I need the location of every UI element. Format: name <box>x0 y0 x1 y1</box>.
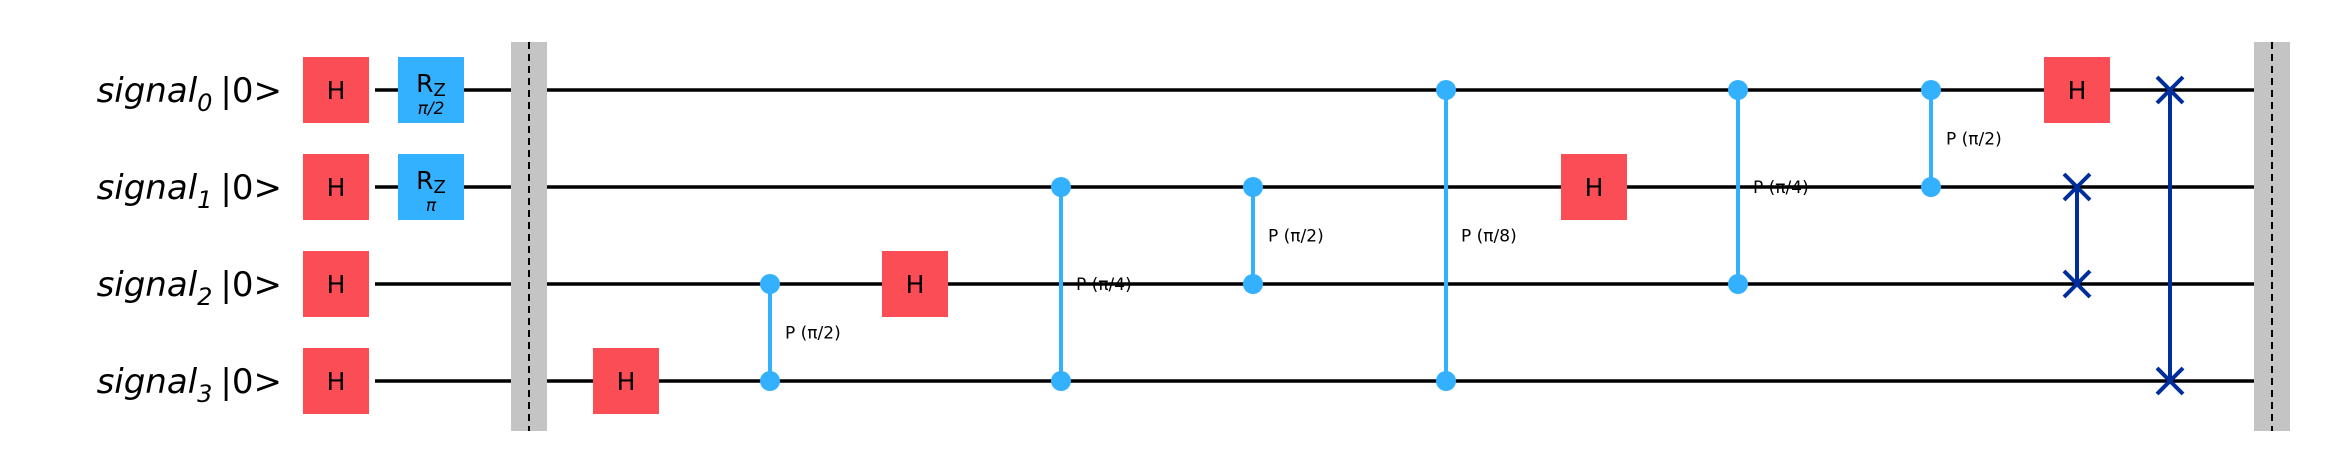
h-gate-box <box>303 57 369 123</box>
swap-cross <box>2155 366 2185 396</box>
qubit-symbol: signal <box>97 71 198 111</box>
control-dot <box>1436 80 1456 100</box>
rz-gate: RZπ/2 <box>398 57 464 123</box>
qubit-label: signal0 |0> <box>97 71 282 117</box>
rz-gate-box <box>398 154 464 220</box>
swap-gate <box>2155 75 2185 396</box>
swap-gate <box>2062 172 2092 299</box>
control-dot <box>1436 371 1456 391</box>
barrier <box>511 42 547 431</box>
h-gate-label: H <box>617 367 636 396</box>
h-gate: H <box>2044 57 2110 123</box>
rz-gate-axis: Z <box>434 80 446 101</box>
qubit-initial-state: |0> <box>220 265 282 305</box>
h-gate-label: H <box>1585 173 1604 202</box>
qubit-symbol: signal <box>97 362 198 402</box>
control-dot <box>1243 177 1263 197</box>
h-gate: H <box>1561 154 1627 220</box>
phase-label: P (π/2) <box>785 324 841 344</box>
h-gate: H <box>303 348 369 414</box>
controlled-phase-gate: P (π/8) <box>1436 80 1517 391</box>
phase-label: P (π/2) <box>1268 227 1324 247</box>
h-gate: H <box>882 251 948 317</box>
controlled-phase-gate: P (π/2) <box>1243 177 1324 294</box>
qubit-index: 1 <box>197 186 212 214</box>
h-gate-box <box>593 348 659 414</box>
control-dot <box>1728 80 1748 100</box>
control-dot <box>1921 177 1941 197</box>
h-gate: H <box>303 154 369 220</box>
controlled-phase-gate: P (π/2) <box>1921 80 2002 197</box>
h-gate-box <box>303 251 369 317</box>
barrier <box>2254 42 2290 431</box>
h-gate-label: H <box>2068 76 2087 105</box>
rz-gate-symbol: R <box>416 69 433 98</box>
qubit-label: signal3 |0> <box>97 362 282 408</box>
h-gate: H <box>593 348 659 414</box>
h-gate-box <box>1561 154 1627 220</box>
control-dot <box>1243 274 1263 294</box>
qubit-index: 3 <box>197 380 212 408</box>
rz-gate-label: RZ <box>416 69 446 101</box>
rz-gate-box <box>398 57 464 123</box>
h-gate-box <box>303 154 369 220</box>
controlled-phase-gate: P (π/2) <box>760 274 841 391</box>
h-gate: H <box>303 251 369 317</box>
h-gate-label: H <box>327 270 346 299</box>
control-dot <box>1921 80 1941 100</box>
phase-label: P (π/8) <box>1461 227 1517 247</box>
swap-cross <box>2062 172 2092 202</box>
swap-cross <box>2062 269 2092 299</box>
control-dot <box>760 371 780 391</box>
qubit-label: signal2 |0> <box>97 265 282 311</box>
rz-gate-axis: Z <box>434 177 446 198</box>
h-gate-label: H <box>327 76 346 105</box>
controlled-phase-gate: P (π/4) <box>1728 80 1809 294</box>
rz-gate: RZπ <box>398 154 464 220</box>
qubit-index: 0 <box>197 89 212 117</box>
h-gate: H <box>303 57 369 123</box>
control-dot <box>760 274 780 294</box>
qubit-symbol: signal <box>97 265 198 305</box>
swap-cross <box>2155 75 2185 105</box>
qubit-index: 2 <box>197 283 212 311</box>
wires <box>375 88 2280 383</box>
qubit-initial-state: |0> <box>220 362 282 402</box>
qubit-labels: signal0|0>signal1|0>signal2|0>signal3|0> <box>97 71 282 408</box>
rz-gate-symbol: R <box>416 166 433 195</box>
h-gate-label: H <box>327 173 346 202</box>
rz-gate-label: RZ <box>416 166 446 198</box>
qubit-initial-state: |0> <box>220 71 282 111</box>
h-gate-label: H <box>906 270 925 299</box>
phase-label: P (π/4) <box>1076 275 1132 295</box>
controlled-phase-gate: P (π/4) <box>1051 177 1132 391</box>
qubit-initial-state: |0> <box>220 168 282 208</box>
rz-gate-param: π <box>426 196 437 216</box>
h-gate-box <box>2044 57 2110 123</box>
control-dot <box>1051 177 1071 197</box>
phase-label: P (π/2) <box>1946 130 2002 150</box>
qubit-label: signal1 |0> <box>97 168 282 214</box>
control-dot <box>1051 371 1071 391</box>
h-gate-box <box>882 251 948 317</box>
control-dot <box>1728 274 1748 294</box>
qubit-symbol: signal <box>97 168 198 208</box>
h-gate-label: H <box>327 367 346 396</box>
phase-label: P (π/4) <box>1753 178 1809 198</box>
rz-gate-param: π/2 <box>418 99 445 119</box>
h-gate-box <box>303 348 369 414</box>
